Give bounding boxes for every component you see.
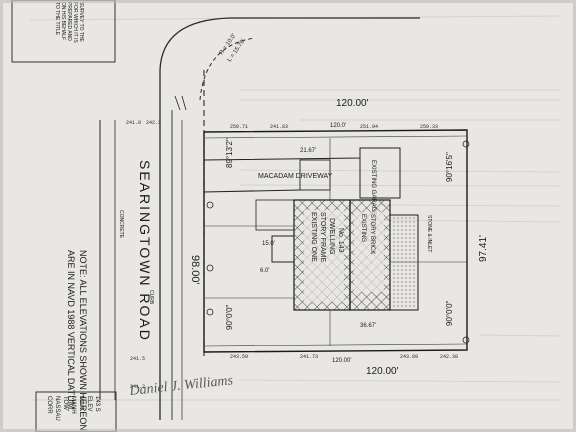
top-inner-dim: 120.0' bbox=[330, 123, 346, 129]
svg-text:EXISTING: EXISTING bbox=[360, 214, 366, 242]
svg-text:250.33: 250.33 bbox=[420, 124, 438, 130]
title-block bbox=[35, 391, 117, 432]
svg-text:PREPARED AND: PREPARED AND bbox=[66, 2, 72, 41]
existing-garage bbox=[359, 147, 401, 199]
svg-text:STORY FRAME: STORY FRAME bbox=[319, 212, 326, 263]
utility-markers bbox=[174, 95, 470, 344]
row-arc bbox=[199, 37, 256, 101]
top-frontage: 120.00' bbox=[336, 98, 369, 109]
elevation-note-line-2: ARE IN NAVD 1988 VERTICAL DATUM. bbox=[66, 250, 76, 412]
title-block-text: 143 S ELEV MAN MANH TOW NASSAU CORR bbox=[46, 396, 100, 421]
svg-text:MANH: MANH bbox=[70, 396, 76, 414]
svg-text:ELEV: ELEV bbox=[86, 396, 92, 411]
svg-text:TO THE TITLE: TO THE TITLE bbox=[54, 2, 60, 36]
elevation-note-line-1: NOTE: ALL ELEVATIONS SHOWN HEREON bbox=[78, 250, 88, 431]
bottom-inner-dim: 120.00' bbox=[332, 358, 352, 364]
legend-text: SURVEY TO THE FOR WHICH IT IS PREPARED A… bbox=[54, 2, 84, 43]
bearing-top-left: 89°13'2" bbox=[225, 138, 234, 168]
svg-text:STORY BRICK: STORY BRICK bbox=[369, 214, 375, 254]
svg-text:243.59: 243.59 bbox=[230, 354, 248, 360]
right-side-dim: 97.41' bbox=[478, 235, 489, 262]
svg-text:241.8: 241.8 bbox=[126, 120, 141, 126]
svg-text:241.2: 241.2 bbox=[130, 384, 145, 390]
driveway-label: MACADAM DRIVEWAY bbox=[258, 173, 333, 180]
house-labels: EXISTING ONE STORY FRAME DWELLING No. 14… bbox=[304, 210, 384, 302]
dim-6: 6.0' bbox=[260, 268, 270, 274]
dim-15: 15.0' bbox=[262, 241, 275, 247]
driveway-edge-bottom bbox=[203, 189, 301, 193]
garage-label: EXISTING GARAGE bbox=[370, 160, 376, 215]
bearing-left-bottom: 90°0'0" bbox=[225, 304, 234, 330]
left-side-dim: 98.00' bbox=[189, 255, 201, 285]
svg-text:CORR: CORR bbox=[46, 396, 52, 414]
dimension-lines bbox=[204, 138, 467, 346]
drain-note: STONE & INLET bbox=[426, 215, 432, 252]
svg-text:EXISTING ONE: EXISTING ONE bbox=[310, 212, 317, 262]
svg-text:241.83: 241.83 bbox=[270, 124, 288, 130]
concrete-label: CONCRETE bbox=[118, 210, 124, 239]
spot-elevations: 241.8 242.3 250.71 241.83 251.94 250.33 … bbox=[126, 120, 458, 390]
setback-top: 21.67' bbox=[300, 148, 316, 154]
svg-text:241.5: 241.5 bbox=[130, 356, 145, 362]
bearing-right-top: 90°16'5" bbox=[445, 152, 454, 182]
svg-text:251.94: 251.94 bbox=[360, 124, 378, 130]
property-boundary bbox=[203, 129, 468, 353]
road-curb-curve bbox=[159, 17, 420, 120]
front-porch bbox=[255, 199, 295, 231]
svg-text:DWELLING: DWELLING bbox=[328, 218, 335, 255]
svg-text:NASSAU: NASSAU bbox=[54, 396, 60, 421]
svg-text:242.30: 242.30 bbox=[440, 354, 458, 360]
svg-text:MAN: MAN bbox=[78, 396, 84, 409]
svg-text:TOW: TOW bbox=[62, 396, 68, 410]
svg-text:SURVEY TO THE: SURVEY TO THE bbox=[78, 2, 84, 42]
svg-text:143 S: 143 S bbox=[94, 396, 100, 412]
front-steps bbox=[271, 235, 295, 263]
svg-text:241.73: 241.73 bbox=[300, 354, 318, 360]
svg-text:FOR WHICH IT IS: FOR WHICH IT IS bbox=[72, 2, 78, 43]
rear-deck bbox=[389, 214, 419, 311]
road-name: SEARINGTOWN ROAD bbox=[137, 160, 153, 342]
svg-text:No. 143: No. 143 bbox=[337, 228, 344, 253]
bottom-frontage: 120.00' bbox=[366, 366, 399, 377]
svg-text:ON HIS BEHALF: ON HIS BEHALF bbox=[60, 2, 66, 40]
bearing-right-bottom: 90°0'0" bbox=[445, 300, 454, 326]
svg-text:242.3: 242.3 bbox=[146, 120, 161, 126]
setback-bottom: 36.67' bbox=[360, 323, 376, 329]
curb-label: CURB bbox=[148, 290, 154, 305]
svg-text:243.09: 243.09 bbox=[400, 354, 418, 360]
svg-text:250.71: 250.71 bbox=[230, 124, 248, 130]
